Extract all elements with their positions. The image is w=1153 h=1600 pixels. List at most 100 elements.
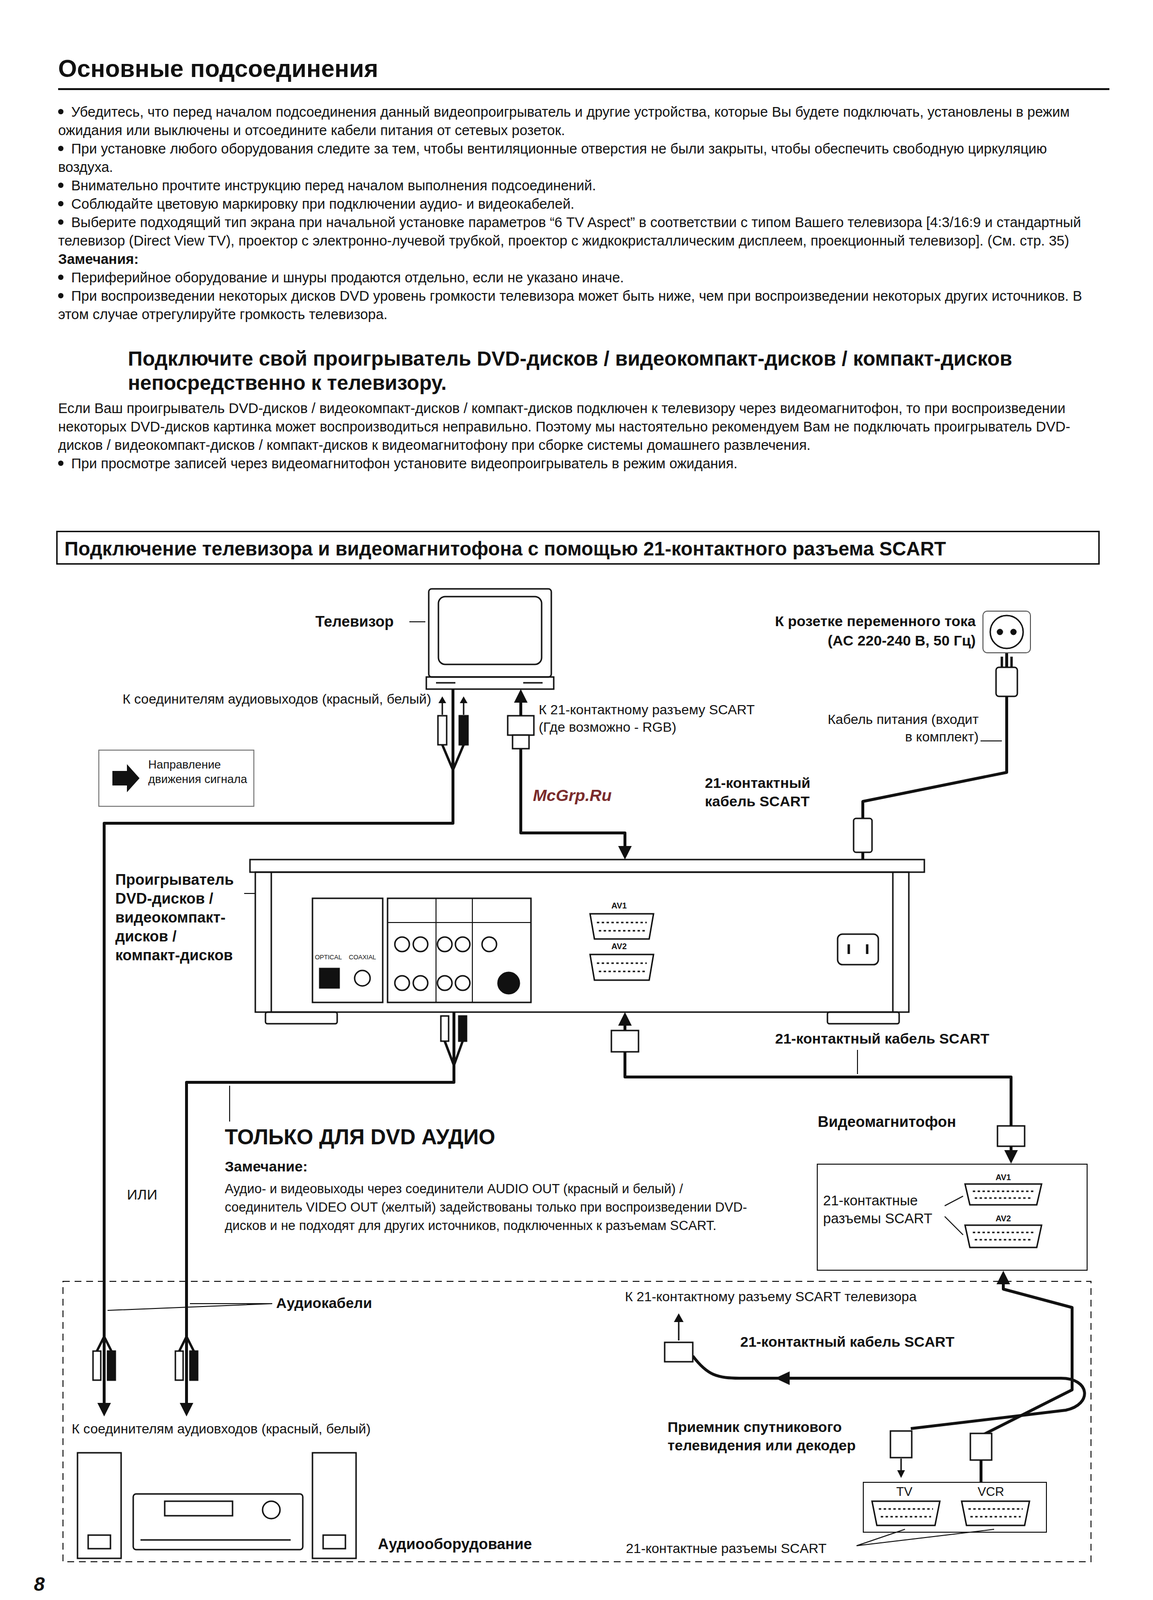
notes-heading: Замечания: — [58, 251, 139, 267]
label-holder: OPTICAL — [314, 953, 349, 962]
leader-line — [244, 893, 256, 895]
rca-jack — [455, 937, 470, 952]
document-text: Убедитесь, что перед началом подсоединен… — [58, 102, 1095, 473]
rca-jack — [455, 976, 470, 991]
speaker-port — [88, 1535, 111, 1550]
text-holder: 21-контактные разъемы SCART — [823, 1192, 945, 1229]
scart-jack — [965, 1184, 1042, 1206]
text-holder: Аудиооборудование — [377, 1535, 562, 1555]
cable-fork — [444, 1041, 463, 1066]
bullet-item: При установке любого оборудования следит… — [58, 139, 1095, 177]
power-plug — [996, 667, 1018, 697]
satellite-receiver: Приемник спутникового телевидения или де… — [862, 1482, 1047, 1534]
jack-label: OPTICAL — [314, 953, 349, 962]
scart-pins — [972, 1191, 1034, 1199]
leader-line — [229, 1086, 231, 1122]
signal-arrow-stem — [442, 701, 464, 716]
callout-label: К 21-контактному разъему SCART (Где возм… — [538, 701, 781, 737]
jack-label: COAXIAL — [348, 953, 383, 962]
label-holder: Аудиокабели — [276, 1294, 422, 1313]
cable-fork — [96, 1337, 194, 1352]
tv-base — [426, 677, 554, 690]
page-number: 8 — [33, 1572, 63, 1598]
body-text: Убедитесь, что перед началом подсоединен… — [58, 104, 1070, 139]
label-holder: ИЛИ — [126, 1185, 161, 1205]
leader-line — [944, 1196, 964, 1236]
label-holder: К 21-контактному разъему SCART телевизор… — [624, 1288, 965, 1307]
body-text: Внимательно прочтите инструкцию перед на… — [71, 177, 596, 194]
label-holder: 8 — [33, 1572, 63, 1598]
node-label: Подключение телевизора и видеомагнитофон… — [64, 537, 1092, 561]
iec-connector — [853, 818, 873, 853]
label-holder: 21-контактный кабель SCART — [704, 774, 832, 811]
cable-label: 21-контактный кабель SCART — [704, 774, 832, 811]
note-heading: ТОЛЬКО ДЛЯ DVD АУДИО — [224, 1124, 613, 1151]
av-panel — [387, 898, 531, 1003]
signal-cable — [520, 696, 625, 854]
scart-pins — [878, 1509, 934, 1518]
scart-pins — [596, 922, 647, 932]
rca-plug-red — [189, 1351, 198, 1381]
bullet-dot — [58, 274, 64, 281]
legend-text: Направление движения сигнала — [148, 757, 252, 787]
cable-label: 21-контактный кабель SCART — [775, 1029, 1013, 1049]
dvd-side-lines — [271, 872, 893, 1013]
rca-jack — [437, 937, 452, 952]
scart-plug — [890, 1431, 912, 1459]
amplifier-display — [164, 1501, 233, 1517]
audio-equipment: К соединителям аудиовходов (красный, бел… — [76, 1417, 406, 1563]
dvd-top-lip — [249, 859, 925, 873]
scart-jack — [872, 1501, 940, 1527]
scart-jack — [590, 914, 654, 940]
scart-pins — [968, 1509, 1023, 1518]
video-jack — [482, 937, 497, 952]
cable-label: Кабель питания (входит в комплект) — [823, 711, 979, 747]
label-holder: Кабель питания (входит в комплект) — [823, 711, 979, 747]
title-band: Подключение телевизора и видеомагнитофон… — [56, 530, 1100, 565]
vcr: Видеомагнитофон21-контактные разъемы SCA… — [816, 1164, 1088, 1272]
scart-jack — [590, 954, 654, 981]
scart-cable — [692, 1356, 1085, 1430]
s-video-jack — [498, 972, 520, 995]
scart-plug — [507, 716, 534, 736]
amplifier-knob — [262, 1501, 281, 1520]
tv-controls — [436, 682, 543, 685]
rca-plug-white — [93, 1351, 101, 1381]
jack-label: AV1 — [995, 1172, 1030, 1184]
tv-body — [428, 589, 552, 678]
text-holder: 21-контактные разъемы SCART — [625, 1540, 854, 1559]
tv-screen — [438, 596, 542, 665]
text-holder: Подключение телевизора и видеомагнитофон… — [64, 537, 1092, 561]
callout-label: К 21-контактному разъему SCART телевизор… — [624, 1288, 965, 1307]
label-holder: 21-контактный кабель SCART — [775, 1029, 1013, 1049]
signal-arrow-head — [673, 1313, 684, 1323]
scart-jack — [961, 1501, 1030, 1527]
bullet-dot — [58, 182, 64, 188]
bullet-item: Внимательно прочтите инструкцию перед на… — [58, 176, 1095, 195]
power-cable — [862, 653, 1007, 860]
text-holder: Видеомагнитофон — [817, 1112, 1022, 1133]
bullet-item: Периферийное оборудование и шнуры продаю… — [58, 268, 1095, 287]
leader-line — [409, 621, 426, 623]
label-holder: McGrp.Ru — [532, 784, 645, 807]
drawing-group — [62, 589, 1091, 1563]
rca-plug-white — [440, 1016, 449, 1042]
signal-arrow-head — [438, 696, 468, 704]
callout-label: К соединителям аудиовыходов (красный, бе… — [92, 690, 432, 709]
callout-label: 21-контактный кабель SCART — [740, 1333, 973, 1352]
rca-jack — [413, 976, 428, 991]
text-holder: К соединителям аудиовходов (красный, бел… — [71, 1420, 421, 1439]
label-holder: VCR — [977, 1484, 1012, 1501]
speaker — [77, 1453, 122, 1559]
power-outlet: К розетке переменного тока (AC 220-240 В… — [982, 610, 1031, 654]
label-holder: Замечание: — [224, 1157, 419, 1177]
note-text: Аудио- и видеовыходы через соединители A… — [224, 1180, 753, 1236]
body-text: Периферийное оборудование и шнуры продаю… — [71, 269, 624, 286]
outlet-hole — [1011, 629, 1016, 635]
body-text: При воспроизведении некоторых дисков DVD… — [58, 288, 1083, 323]
scart-plug — [970, 1433, 992, 1461]
text-block: Если Ваш проигрыватель DVD-дисков / виде… — [58, 399, 1095, 455]
label-holder: AV2 — [611, 941, 646, 953]
rca-plug-red — [107, 1351, 116, 1381]
label-holder: AV1 — [611, 901, 646, 912]
